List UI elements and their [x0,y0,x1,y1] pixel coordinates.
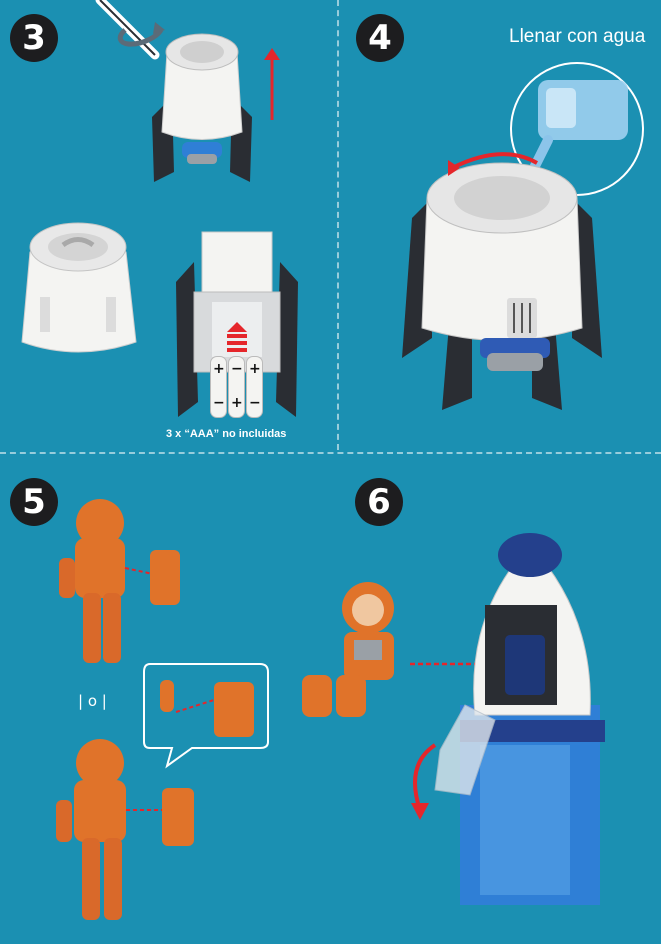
rocket-cap-illustration [18,212,140,357]
vertical-divider [337,0,339,450]
battery: − + [228,356,245,418]
step-3-badge: 3 [10,14,58,62]
seated-astronaut-illustration [296,580,412,730]
rocket-body-top-illustration [142,22,262,182]
battery-plus-sign: + [213,361,225,377]
rocket-fill-illustration [392,148,612,410]
battery: + − [246,356,263,418]
battery-group: + − − + + − [210,356,262,418]
battery-minus-sign: − [249,395,261,411]
astronaut-back-illustration [55,498,195,676]
horizontal-divider [0,452,661,454]
battery-minus-sign: − [213,395,225,411]
battery: + − [210,356,227,418]
battery-plus-sign: + [231,395,243,411]
rocket-open-illustration [425,525,635,940]
battery-caption: 3 x “AAA” no incluidas [166,428,286,440]
step-5-badge: 5 [10,478,58,526]
battery-plus-sign: + [249,361,261,377]
astronaut-side-illustration [52,738,202,930]
step-6-badge: 6 [355,478,403,526]
step-4-badge: 4 [356,14,404,62]
battery-minus-sign: − [231,361,243,377]
or-divider: | o | [78,692,107,710]
lift-up-arrow [262,48,282,123]
fill-water-caption: Llenar con agua [509,26,645,48]
